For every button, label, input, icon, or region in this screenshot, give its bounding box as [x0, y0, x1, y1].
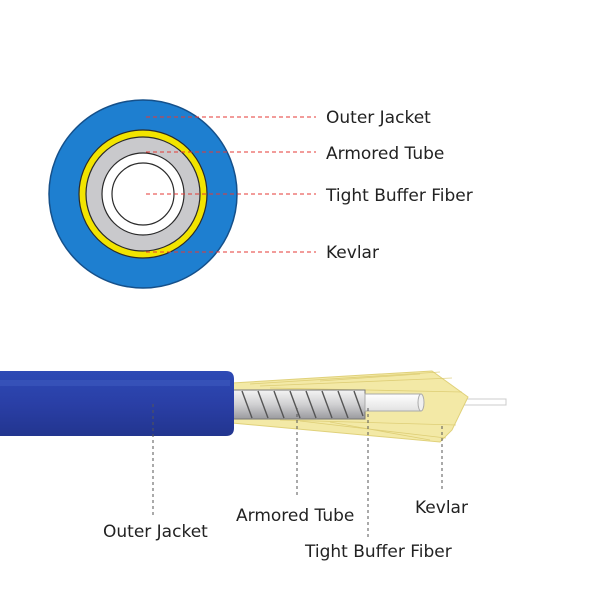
outer-jacket-body	[0, 371, 234, 436]
side-view: Outer Jacket Armored Tube Tight Buffer F…	[0, 370, 507, 562]
label-kevlar: Kevlar	[326, 243, 379, 263]
side-label-armored-tube: Armored Tube	[236, 506, 354, 526]
side-label-kevlar: Kevlar	[415, 498, 468, 518]
tight-buffer-fiber-core	[111, 162, 175, 226]
outer-jacket-highlight	[0, 380, 230, 386]
label-outer-jacket: Outer Jacket	[326, 108, 431, 128]
cross-section: Outer Jacket Armored Tube Tight Buffer F…	[48, 99, 473, 289]
tight-buffer-body	[364, 393, 422, 412]
label-tight-buffer-fiber: Tight Buffer Fiber	[325, 186, 473, 206]
side-label-outer-jacket: Outer Jacket	[103, 522, 208, 542]
label-armored-tube: Armored Tube	[326, 144, 444, 164]
tight-buffer-end	[417, 393, 425, 412]
armor-spiral	[241, 390, 364, 419]
side-label-tight-buffer-fiber: Tight Buffer Fiber	[304, 542, 452, 562]
